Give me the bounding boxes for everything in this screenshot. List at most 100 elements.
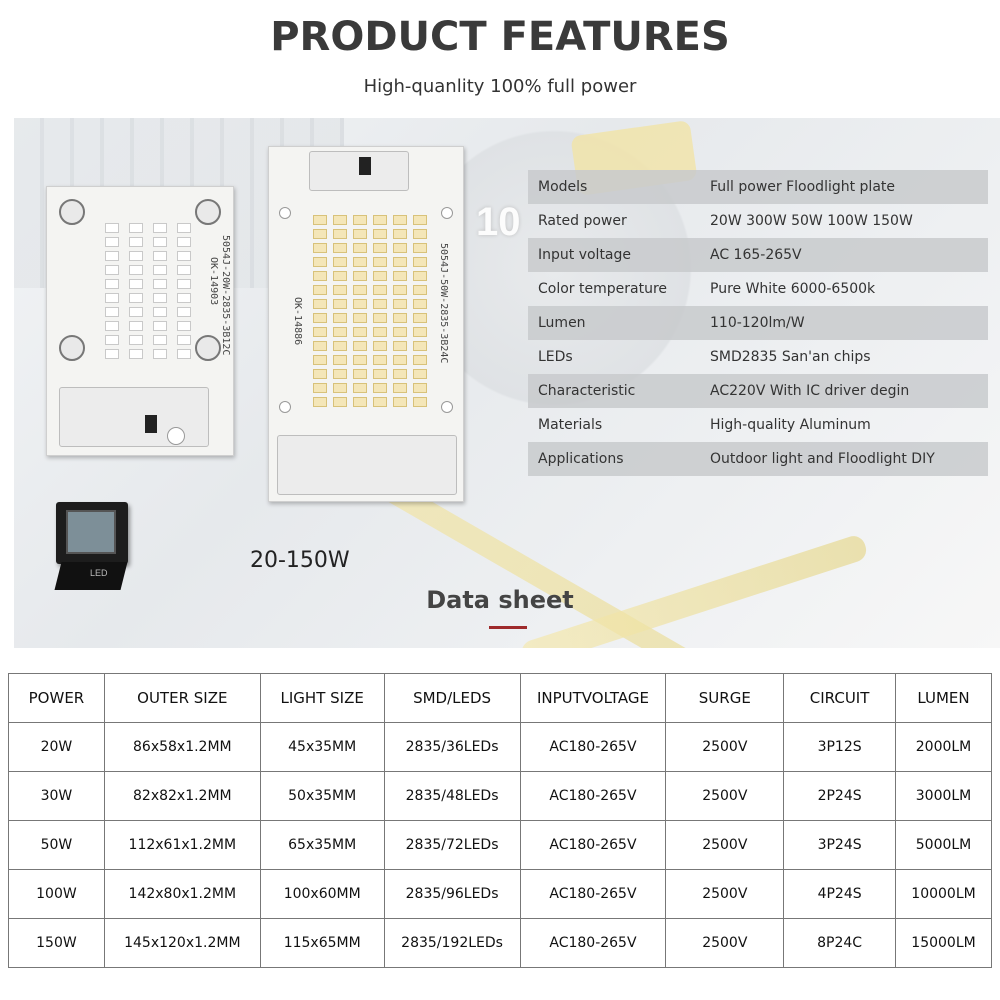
led-chip [413, 341, 427, 351]
led-chip [105, 237, 119, 247]
spec-label: Models [538, 179, 588, 195]
led-chip [105, 307, 119, 317]
ic-chip [359, 157, 371, 175]
led-chip [105, 321, 119, 331]
background-text: 10 [476, 200, 521, 244]
column-header: LIGHT SIZE [259, 673, 385, 723]
spec-value: 110-120lm/W [710, 315, 805, 331]
led-chip [333, 327, 347, 337]
led-chip [153, 335, 167, 345]
table-cell: 2500V [665, 722, 785, 772]
led-chip [373, 271, 387, 281]
led-chip [313, 215, 327, 225]
led-chip [129, 293, 143, 303]
led-chip [105, 335, 119, 345]
led-chip [413, 215, 427, 225]
led-chip [373, 327, 387, 337]
table-cell: AC180-265V [519, 869, 667, 919]
led-chip [393, 215, 407, 225]
led-chip [333, 313, 347, 323]
led-chip [413, 397, 427, 407]
led-board-large: 5054J-50W-2835-3B24C OK-14886 [268, 146, 464, 502]
table-cell: 3000LM [895, 771, 992, 821]
led-chip [177, 223, 191, 233]
spec-label: Applications [538, 451, 624, 467]
led-chip [177, 265, 191, 275]
table-cell: 20W [8, 722, 105, 772]
led-chip [353, 285, 367, 295]
table-cell: 50x35MM [259, 771, 385, 821]
datasheet-underline [489, 626, 527, 629]
led-chip [153, 293, 167, 303]
led-chip [393, 383, 407, 393]
spec-value: AC 165-265V [710, 247, 802, 263]
led-chip [413, 243, 427, 253]
spec-label: LEDs [538, 349, 573, 365]
led-chip [413, 271, 427, 281]
led-chip [177, 251, 191, 261]
column-header: LUMEN [895, 673, 992, 723]
led-chip [413, 285, 427, 295]
board-code: OK-14903 [208, 257, 219, 306]
wattage-label: 20-150W [250, 548, 350, 573]
led-chip [393, 229, 407, 239]
led-chip [373, 229, 387, 239]
led-chip [177, 335, 191, 345]
spec-value: SMD2835 San'an chips [710, 349, 871, 365]
led-chip [353, 397, 367, 407]
ic-chip [145, 415, 157, 433]
led-chip [353, 355, 367, 365]
table-cell: 2P24S [783, 771, 897, 821]
column-header: OUTER SIZE [103, 673, 261, 723]
mounting-hole [59, 335, 85, 361]
led-chip [393, 271, 407, 281]
led-chip [129, 251, 143, 261]
led-chip [393, 341, 407, 351]
led-chip [353, 341, 367, 351]
led-chip [129, 321, 143, 331]
led-chip [153, 279, 167, 289]
led-chip [353, 243, 367, 253]
floodlight-label: LED [90, 568, 108, 578]
table-cell: 5000LM [895, 820, 992, 870]
led-chip [353, 215, 367, 225]
table-cell: 2835/36LEDs [383, 722, 521, 772]
led-chip [313, 299, 327, 309]
column-header: POWER [8, 673, 105, 723]
table-cell: 2500V [665, 918, 785, 968]
led-chip [313, 243, 327, 253]
mounting-hole [441, 401, 453, 413]
led-chip [129, 265, 143, 275]
table-cell: 82x82x1.2MM [103, 771, 261, 821]
page-title: PRODUCT FEATURES [270, 14, 730, 60]
led-chip [413, 229, 427, 239]
board-print: 5054J-50W-2835-3B24C [438, 243, 449, 364]
mounting-hole [279, 401, 291, 413]
floodlight-lens [66, 510, 116, 554]
led-chip [353, 327, 367, 337]
mounting-hole [195, 335, 221, 361]
table-cell: 15000LM [895, 918, 992, 968]
led-chip [333, 397, 347, 407]
led-chip [413, 257, 427, 267]
mounting-hole [441, 207, 453, 219]
table-cell: 115x65MM [259, 918, 385, 968]
led-chip [129, 307, 143, 317]
spec-label: Materials [538, 417, 603, 433]
table-cell: 2500V [665, 771, 785, 821]
led-chip [313, 327, 327, 337]
table-cell: 2500V [665, 820, 785, 870]
led-chip [393, 313, 407, 323]
table-cell: 142x80x1.2MM [103, 869, 261, 919]
led-chip [153, 349, 167, 359]
led-chip [129, 279, 143, 289]
table-cell: AC180-265V [519, 820, 667, 870]
